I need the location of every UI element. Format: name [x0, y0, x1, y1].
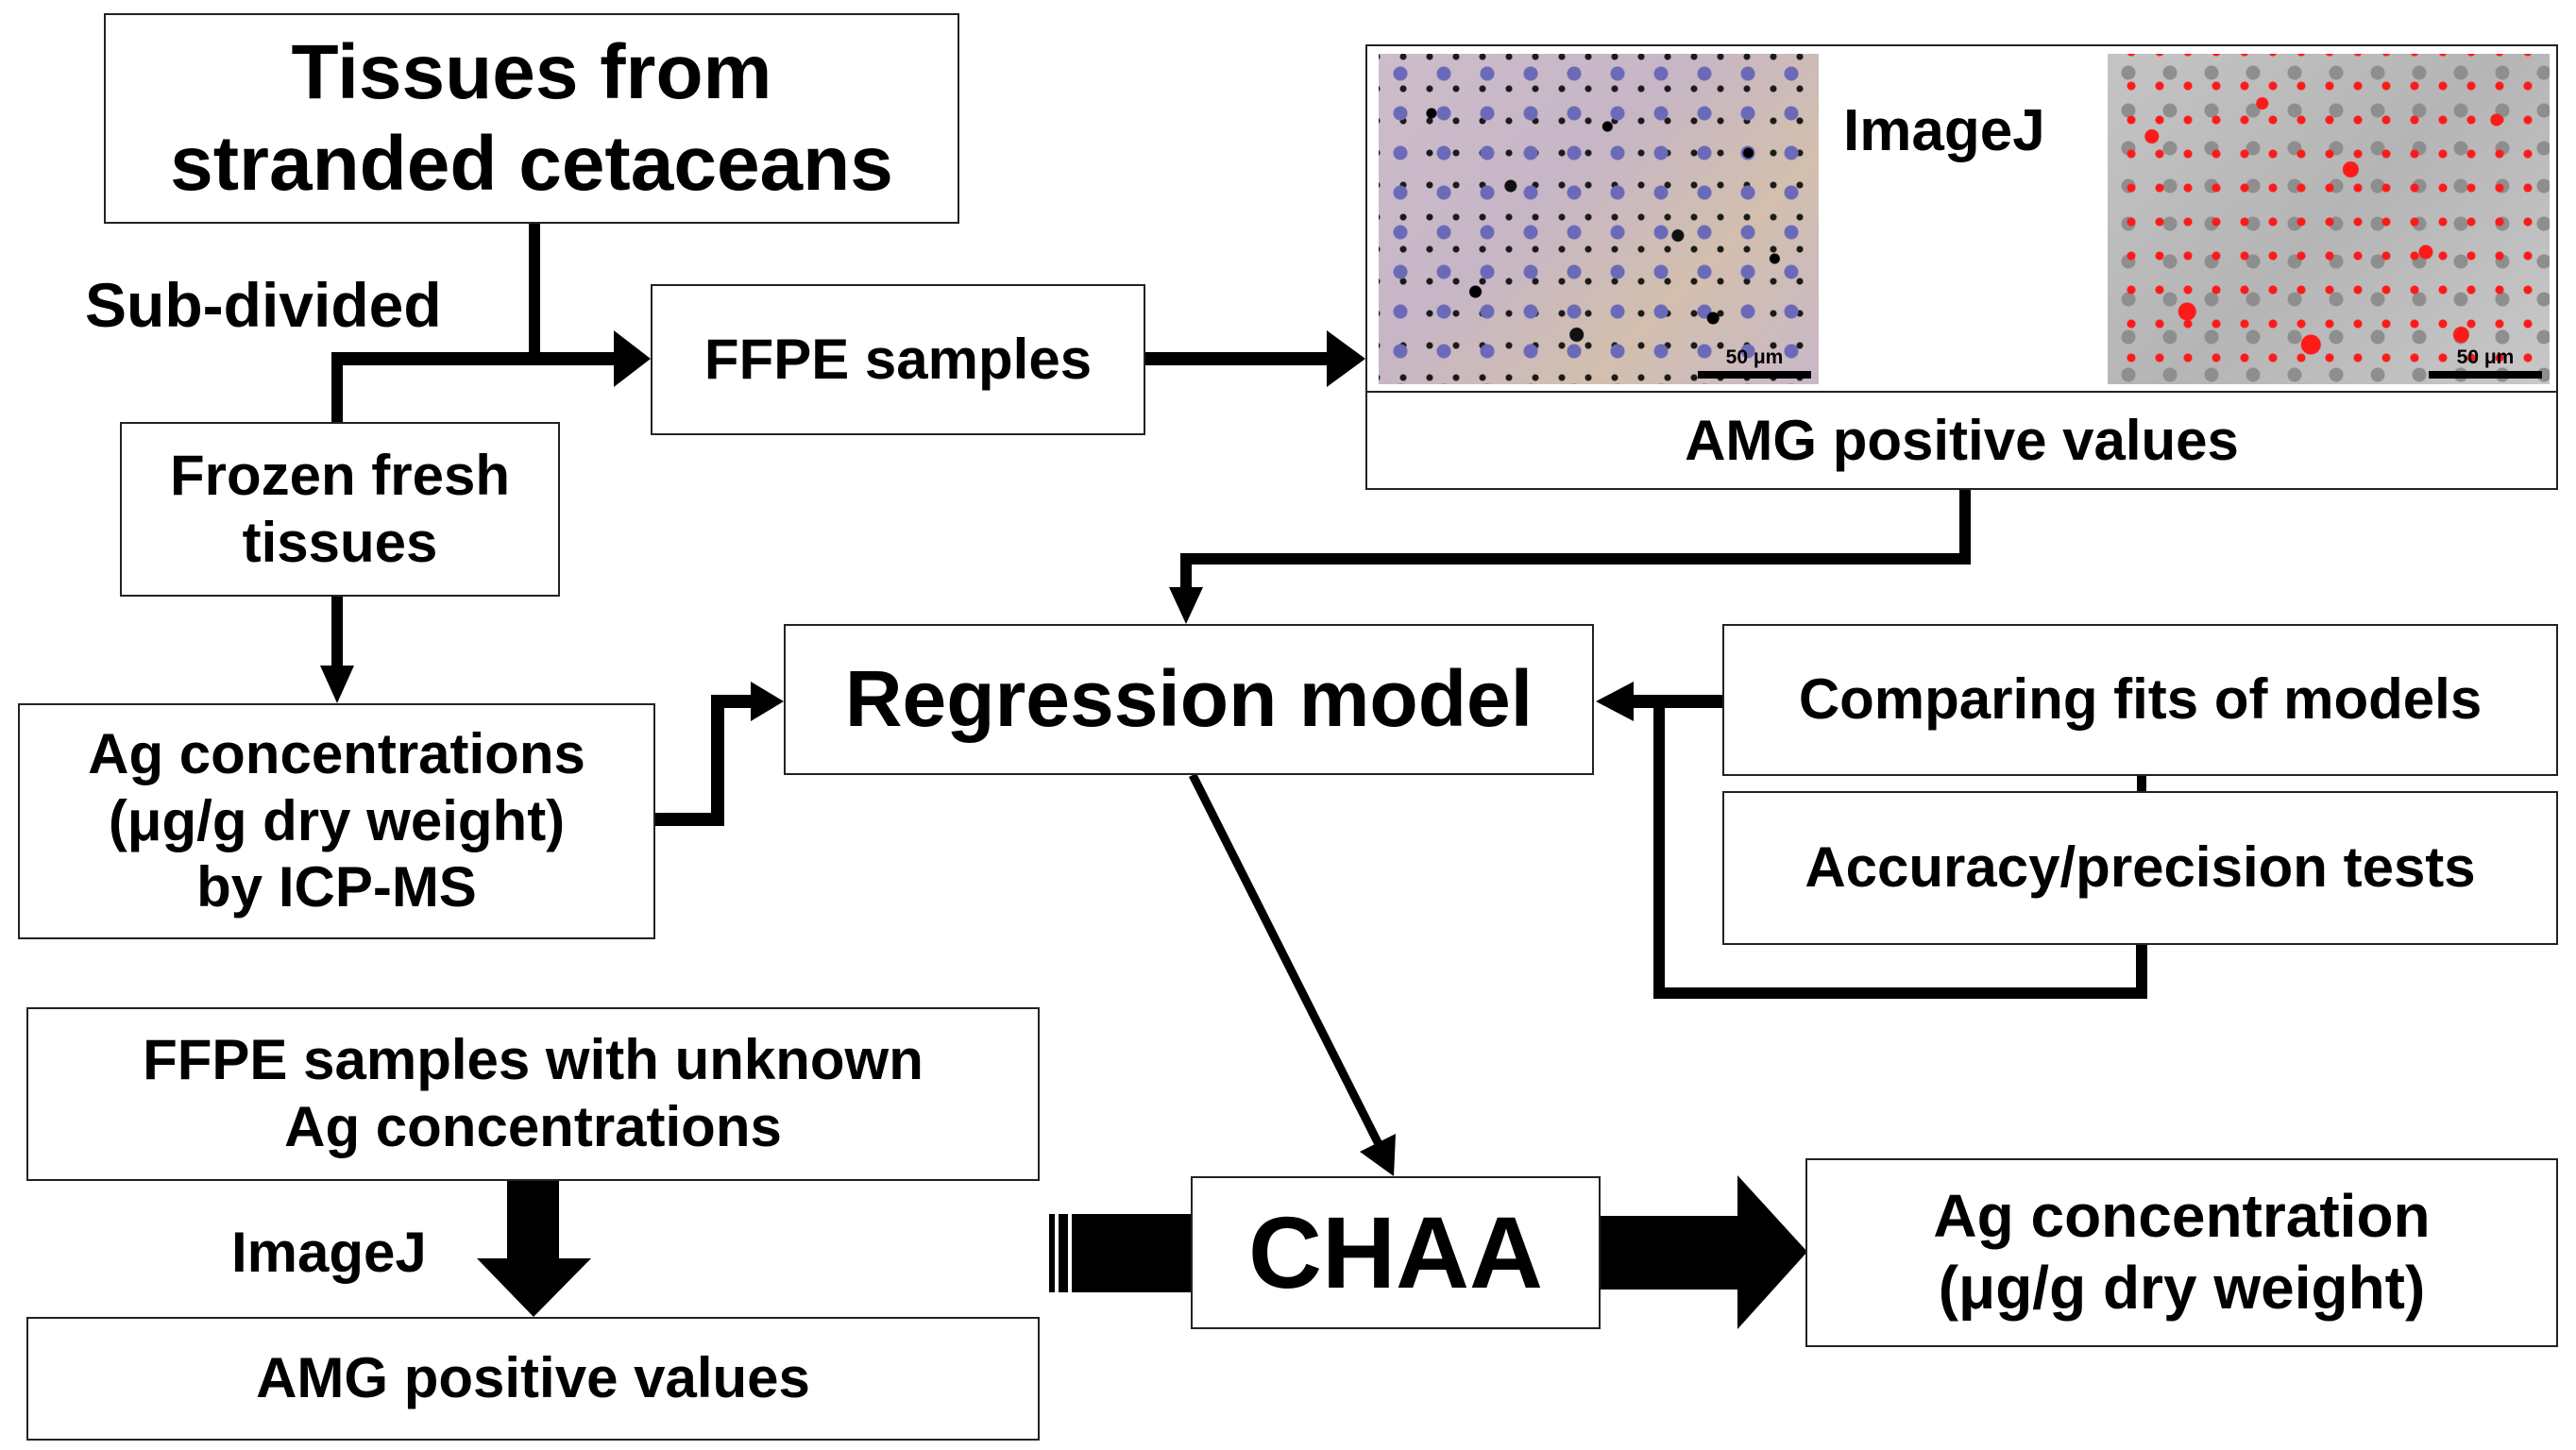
node-chaa: CHAA [1191, 1176, 1601, 1329]
micrograph-stained: 50 μm [1379, 54, 1819, 384]
node-accuracy-tests: Accuracy/precision tests [1722, 791, 2558, 945]
striped-bar-stripe-2 [1059, 1214, 1068, 1292]
amg-panel-label: AMG positive values [1685, 409, 2239, 472]
node-ag-concentration-result: Ag concentration (μg/g dry weight) [1805, 1158, 2558, 1347]
edge-label-imagej-top: ImageJ [1843, 98, 2045, 163]
node-comparing-fits: Comparing fits of models [1722, 624, 2558, 776]
node-amg-positive-bottom: AMG positive values [26, 1317, 1040, 1441]
edge-panel-to-regression [1180, 490, 1971, 595]
edge-ag-to-regression [655, 695, 755, 826]
edge-label-imagej-bottom: ImageJ [231, 1221, 427, 1284]
node-ffpe-unknown: FFPE samples with unknown Ag concentrati… [26, 1007, 1040, 1181]
scale-bar-right: 50 μm [2429, 346, 2542, 379]
scale-bar-left-line [1698, 371, 1811, 379]
arrowhead-to-ag [320, 666, 354, 703]
edge-regression-to-chaa [1188, 772, 1385, 1151]
striped-bar-body [1072, 1214, 1192, 1292]
scale-bar-right-line [2429, 371, 2542, 379]
node-regression-model: Regression model [784, 624, 1594, 775]
fat-arrow-chaa-to-result [1601, 1175, 1807, 1329]
arrowhead-to-ffpe [614, 330, 651, 387]
edge-label-subdivided: Sub-divided [85, 270, 442, 340]
arrowhead-to-regression-top [1169, 587, 1203, 624]
striped-bar-stripe-1 [1049, 1214, 1055, 1292]
node-ag-icpms: Ag concentrations (μg/g dry weight) by I… [18, 703, 655, 939]
scale-bar-right-text: 50 μm [2456, 346, 2515, 368]
image-panel-divider [1367, 391, 2556, 393]
scale-bar-left-text: 50 μm [1725, 346, 1784, 368]
fat-arrow-imagej [477, 1181, 591, 1317]
edge-accuracy-loop [1653, 701, 2147, 999]
micrograph-processed: 50 μm [2108, 54, 2550, 384]
arrowhead-to-regression-right [1596, 682, 1634, 721]
arrowhead-to-regression-left [751, 682, 784, 721]
arrowhead-to-panel [1327, 330, 1365, 387]
node-ffpe-samples: FFPE samples [651, 284, 1145, 435]
scale-bar-left: 50 μm [1698, 346, 1811, 379]
node-tissues: Tissues from stranded cetaceans [104, 13, 959, 224]
node-frozen-tissues: Frozen fresh tissues [120, 422, 560, 597]
arrowhead-to-chaa [1360, 1134, 1396, 1176]
